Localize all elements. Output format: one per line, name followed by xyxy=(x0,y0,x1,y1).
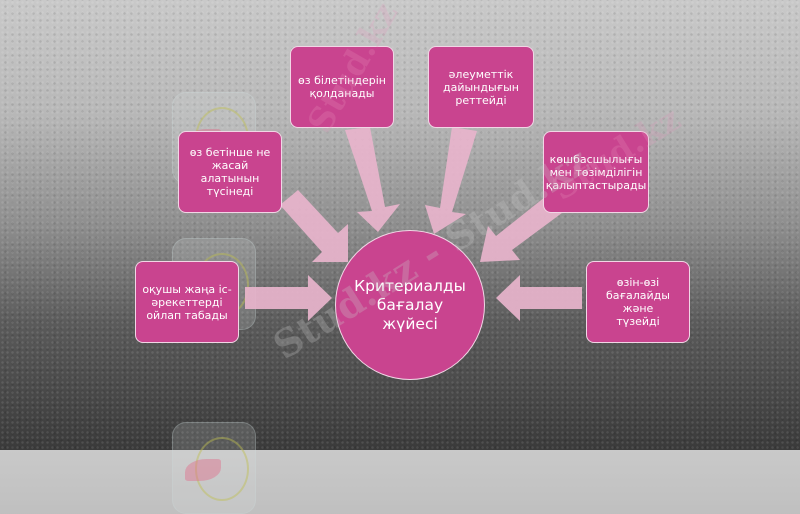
node-upper-right: көшбасшылығы мен төзімділігін қалыптасты… xyxy=(543,131,649,213)
node-upper-left: өз бетінше не жасай алатынын түсінеді xyxy=(178,131,282,213)
center-node: Критериалды бағалау жүйесі xyxy=(335,230,485,380)
arrow-icon xyxy=(280,190,348,262)
node-label: өзін-өзі бағалайды және түзейді xyxy=(606,276,670,328)
node-top-right: әлеуметтік дайындығын реттейді xyxy=(428,46,534,128)
center-label: Критериалды бағалау жүйесі xyxy=(354,276,466,333)
node-label: көшбасшылығы мен төзімділігін қалыптасты… xyxy=(545,152,647,192)
node-top-left: өз білетіндерін қолданады xyxy=(290,46,394,128)
node-label: оқушы жаңа іс- әрекеттерді ойлап табады xyxy=(142,282,232,322)
node-right: өзін-өзі бағалайды және түзейді xyxy=(586,261,690,343)
arrow-icon xyxy=(245,275,332,321)
arrow-icon xyxy=(496,275,582,321)
node-label: әлеуметтік дайындығын реттейді xyxy=(442,67,520,107)
arrow-icon xyxy=(345,127,400,232)
node-label: өз білетіндерін қолданады xyxy=(298,74,386,100)
arrows-layer xyxy=(245,127,582,321)
node-left: оқушы жаңа іс- әрекеттерді ойлап табады xyxy=(135,261,239,343)
arrow-icon xyxy=(425,127,477,234)
node-label: өз бетінше не жасай алатынын түсінеді xyxy=(189,146,271,198)
